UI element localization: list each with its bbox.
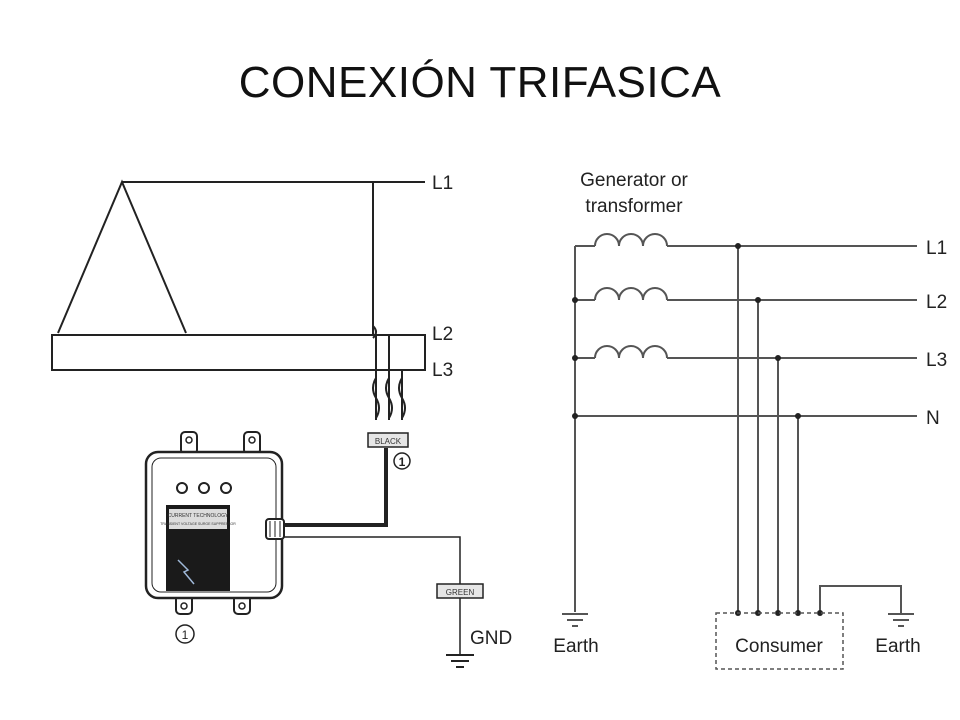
device-callout-circle — [175, 624, 195, 644]
consumer-box — [715, 612, 844, 670]
coil-l1 — [594, 233, 668, 247]
l2-crossover — [372, 325, 377, 339]
fuse-2 — [385, 377, 393, 419]
black-wire-tag-text: BLACK — [375, 437, 402, 446]
left-label-l1: L1 — [432, 173, 453, 194]
left-label-l2: L2 — [432, 324, 453, 345]
callout-number: 1 — [399, 455, 406, 469]
junction-dots — [572, 243, 823, 616]
right-label-l3: L3 — [926, 350, 947, 371]
source-label-line1: Generator or — [580, 170, 688, 191]
consumer-earth-wire — [819, 585, 902, 614]
device-text: TRANSIENT VOLTAGE SURGE SUPPRESSOR — [160, 522, 236, 526]
slide-title: CONEXIÓN TRIFASICA — [238, 58, 722, 107]
fuse-1 — [372, 377, 380, 419]
delta-triangle — [57, 179, 187, 334]
green-wire-tag-text: GREEN — [446, 588, 475, 597]
consumer-label: Consumer — [735, 636, 823, 657]
device-callout-number: 1 — [182, 628, 189, 642]
device-brand: CURRENT TECHNOLOGY — [168, 513, 229, 519]
coil-l3 — [594, 345, 668, 359]
left-diagram — [51, 179, 474, 668]
coil-l2 — [594, 287, 668, 301]
source-label-line2: transformer — [585, 196, 683, 217]
right-label-l2: L2 — [926, 292, 947, 313]
black-cable — [282, 448, 388, 527]
right-label-n: N — [926, 408, 940, 429]
right-label-l1: L1 — [926, 238, 947, 259]
black-wire-tag — [367, 432, 409, 448]
callout-circle — [393, 452, 411, 470]
fuse-3 — [398, 377, 406, 419]
earth-label-left: Earth — [553, 636, 598, 657]
surge-suppressor-device — [144, 431, 285, 615]
bus-bar — [51, 334, 426, 371]
right-diagram — [562, 233, 917, 627]
gnd-label: GND — [470, 628, 512, 649]
ground-wire — [282, 536, 461, 655]
earth-label-right: Earth — [875, 636, 920, 657]
green-wire-tag — [436, 583, 484, 599]
left-label-l3: L3 — [432, 360, 453, 381]
